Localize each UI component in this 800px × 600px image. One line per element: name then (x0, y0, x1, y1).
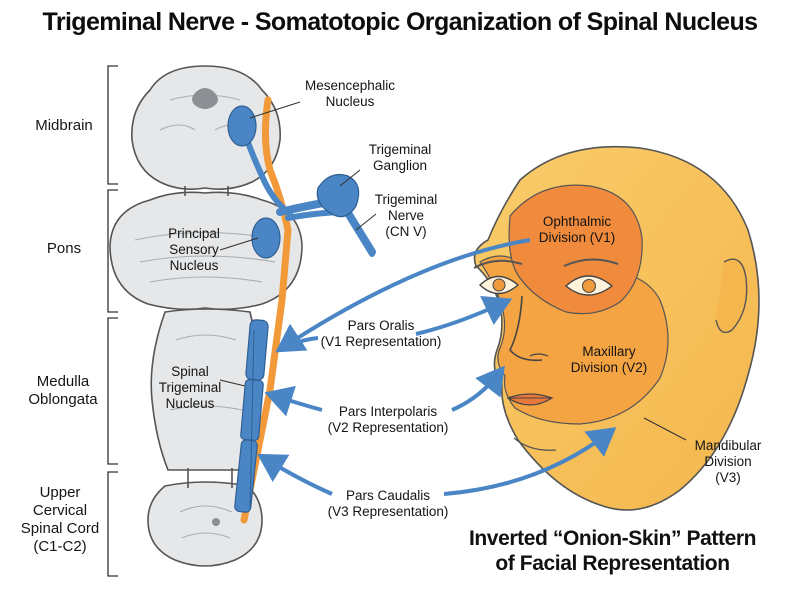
label-ophthalmic-division: Ophthalmic Division (V1) (522, 214, 632, 246)
bracket-pons (107, 189, 118, 313)
region-cervical-line-3: Spinal Cord (20, 520, 100, 537)
mesencephalic-nucleus-shape (227, 105, 257, 147)
label-ganglion-line-2: Ganglion (372, 158, 428, 173)
region-cervical: Upper Cervical Spinal Cord (C1-C2) (14, 484, 106, 556)
bracket-midbrain (107, 65, 118, 185)
ganglion-shape (316, 173, 360, 218)
label-spinal-line-3: Nucleus (165, 396, 215, 411)
label-mesencephalic-nucleus: Mesencephalic Nucleus (290, 78, 410, 110)
arrow-oralis-to-eye (415, 295, 513, 336)
label-mandibular-line-1: Mandibular (694, 438, 762, 453)
bracket-medulla (107, 317, 118, 465)
label-spinal-line-1: Spinal (171, 364, 209, 379)
label-ophthalmic-line-2: Division (V1) (538, 230, 616, 245)
label-oralis-line-1: Pars Oralis (347, 318, 415, 333)
label-principal-line-2: Sensory (169, 242, 219, 257)
region-medulla: Medulla Oblongata (18, 373, 108, 409)
label-caudalis-line-2: (V3 Representation) (327, 504, 449, 519)
face (473, 145, 760, 511)
brainstem (109, 65, 303, 567)
central-canal (212, 518, 220, 526)
label-principal-sensory-nucleus: Principal Sensory Nucleus (156, 226, 232, 274)
region-brackets (107, 65, 118, 577)
region-medulla-line-2: Oblongata (28, 391, 98, 408)
label-pars-oralis: Pars Oralis (V1 Representation) (306, 318, 456, 350)
label-oralis-line-2: (V1 Representation) (320, 334, 442, 349)
label-mandibular-line-3: (V3) (715, 470, 741, 485)
connection-arrows (257, 238, 617, 496)
arrow-interpolaris-to-v2 (451, 365, 505, 412)
pattern-caption-line-2: of Facial Representation (495, 552, 730, 575)
label-maxillary-division: Maxillary Division (V2) (554, 344, 664, 376)
midbrain-shape (131, 65, 281, 190)
pattern-caption-line-1: Inverted “Onion-Skin” Pattern (468, 527, 757, 550)
label-maxillary-line-2: Division (V2) (570, 360, 648, 375)
arrow-v1-to-oralis (275, 238, 531, 353)
label-trigeminal-ganglion: Trigeminal Ganglion (350, 142, 450, 174)
trigeminal-pathway (227, 96, 376, 524)
label-interpolaris-line-2: (V2 Representation) (327, 420, 449, 435)
region-cervical-line-1: Upper (39, 484, 81, 501)
label-ganglion-line-1: Trigeminal (368, 142, 432, 157)
label-nerve-line-3: (CN V) (385, 224, 427, 239)
region-midbrain: Midbrain (35, 117, 93, 134)
label-mesencephalic-line-1: Mesencephalic (304, 78, 396, 93)
aqueduct-shape (192, 88, 218, 109)
arrow-oralis-to-nucleus (279, 336, 319, 352)
label-spinal-trigeminal-nucleus: Spinal Trigeminal Nucleus (150, 364, 230, 412)
face-v1-zone (508, 184, 643, 315)
label-mandibular-line-2: Division (704, 454, 752, 469)
label-nerve-line-2: Nerve (387, 208, 424, 223)
label-spinal-line-2: Trigeminal (158, 380, 222, 395)
region-cervical-line-4: (C1-C2) (33, 538, 87, 555)
leader-lines (219, 101, 377, 387)
brainstem-texture (134, 94, 281, 539)
label-trigeminal-nerve: Trigeminal Nerve (CN V) (366, 192, 446, 240)
label-ophthalmic-line-1: Ophthalmic (542, 214, 612, 229)
label-interpolaris-line-1: Pars Interpolaris (338, 404, 438, 419)
region-pons: Pons (46, 240, 82, 257)
principal-nucleus-shape (251, 217, 281, 259)
mandibular-leader (643, 417, 687, 441)
region-cervical-line-2: Cervical (32, 502, 88, 519)
label-pars-caudalis: Pars Caudalis (V3 Representation) (310, 488, 466, 520)
label-mesencephalic-line-2: Nucleus (325, 94, 375, 109)
nose-shape (509, 295, 543, 362)
arrow-caudalis-to-nucleus (257, 453, 333, 496)
ear-shape (715, 258, 748, 334)
label-principal-line-3: Nucleus (169, 258, 219, 273)
page-title: Trigeminal Nerve - Somatotopic Organizat… (42, 8, 759, 36)
region-medulla-line-1: Medulla (36, 373, 90, 390)
bracket-cervical (107, 471, 118, 577)
label-caudalis-line-1: Pars Caudalis (345, 488, 431, 503)
arrow-caudalis-to-v3 (443, 427, 617, 496)
orange-tract (240, 96, 292, 524)
pattern-caption: Inverted “Onion-Skin” Pattern of Facial … (430, 526, 795, 576)
label-mandibular-division: Mandibular Division (V3) (678, 438, 778, 486)
arrow-interp-to-nucleus (264, 385, 323, 417)
label-principal-line-1: Principal (168, 226, 220, 241)
label-pars-interpolaris: Pars Interpolaris (V2 Representation) (310, 404, 466, 436)
label-nerve-line-1: Trigeminal (374, 192, 438, 207)
label-maxillary-line-1: Maxillary (582, 344, 636, 359)
